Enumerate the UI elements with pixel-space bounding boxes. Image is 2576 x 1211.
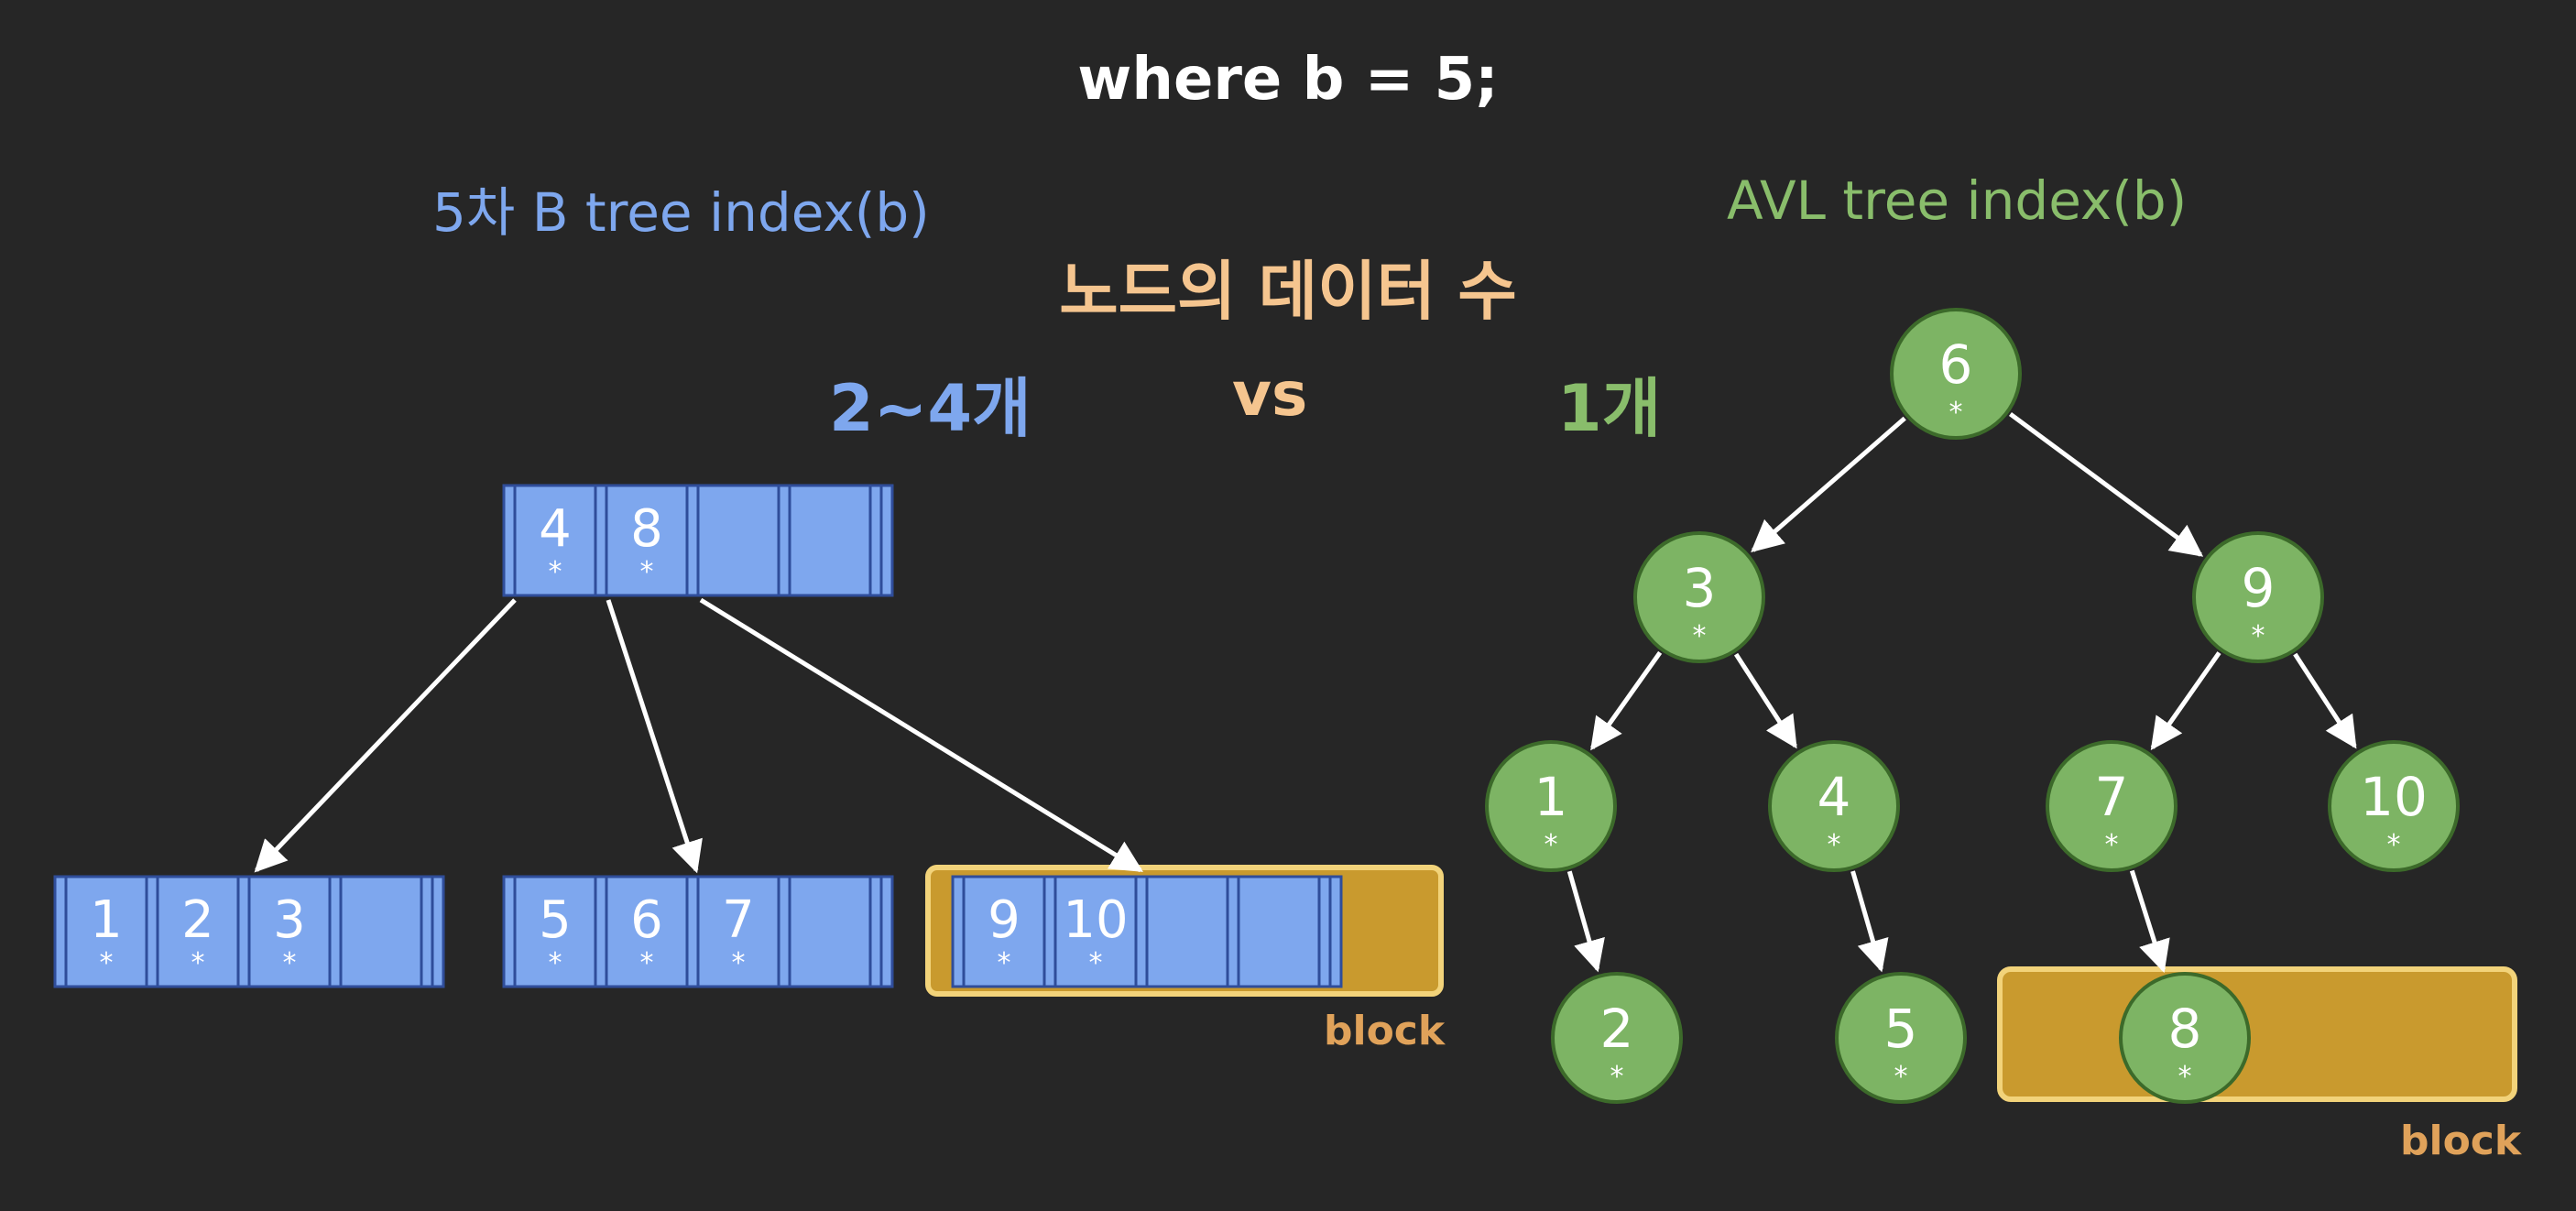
btree-key-3: 3 xyxy=(273,890,306,950)
avl-disk-block xyxy=(1997,966,2517,1102)
avl-edge-7-to-8 xyxy=(2129,869,2170,973)
btree-data-count: 2~4개 xyxy=(829,371,1031,446)
avl-key-8: 8 xyxy=(2168,998,2202,1060)
btree-record-pointer: * xyxy=(1089,947,1103,979)
avl-record-pointer: * xyxy=(2178,1061,2192,1093)
avl-record-pointer: * xyxy=(1949,397,1963,429)
avl-record-pointer: * xyxy=(2105,829,2119,861)
btree-block-label: block xyxy=(1324,1008,1446,1054)
avl-record-pointer: * xyxy=(1610,1061,1624,1093)
btree-record-pointer: * xyxy=(640,947,654,979)
avl-edge-4-to-5 xyxy=(1850,870,1889,973)
avl-key-2: 2 xyxy=(1600,998,1634,1060)
avl-node-circle xyxy=(1633,531,1765,663)
avl-data-count: 1개 xyxy=(1557,371,1662,446)
btree-key-7: 7 xyxy=(722,890,755,950)
avl-node-circle xyxy=(1768,740,1900,872)
avl-node-2: 2* xyxy=(1551,972,1683,1104)
avl-key-3: 3 xyxy=(1683,557,1717,619)
avl-title: AVL tree index(b) xyxy=(1727,169,2188,232)
avl-node-1: 1* xyxy=(1485,740,1617,872)
avl-record-pointer: * xyxy=(1545,829,1558,861)
vs-label: vs xyxy=(1232,359,1308,430)
btree-key-1: 1 xyxy=(90,890,123,950)
avl-key-4: 4 xyxy=(1817,766,1851,828)
avl-node-circle xyxy=(2119,972,2251,1104)
avl-edge-6-to-3 xyxy=(1751,416,1906,553)
avl-edge-9-to-10 xyxy=(2293,652,2357,749)
avl-node-3: 3* xyxy=(1633,531,1765,663)
btree-leaf-node-3: 9*10* xyxy=(951,875,1343,988)
avl-node-circle xyxy=(2328,740,2460,872)
avl-key-6: 6 xyxy=(1939,333,1973,396)
btree-leaf-node-2: 5*6*7* xyxy=(502,875,894,988)
avl-node-circle xyxy=(1890,308,2022,440)
btree-record-pointer: * xyxy=(549,947,562,979)
btree-key-9: 9 xyxy=(988,890,1021,950)
avl-node-circle xyxy=(2192,531,2324,663)
avl-node-8: 8* xyxy=(2119,972,2251,1104)
avl-key-1: 1 xyxy=(1534,766,1568,828)
avl-edge-1-to-2 xyxy=(1566,870,1605,973)
btree-edge-1 xyxy=(254,598,517,873)
btree-edge-2 xyxy=(606,599,703,874)
btree-root-node: 4*8* xyxy=(502,484,894,597)
btree-record-pointer: * xyxy=(998,947,1011,979)
avl-node-circle xyxy=(1485,740,1617,872)
avl-record-pointer: * xyxy=(2252,620,2265,652)
avl-record-pointer: * xyxy=(1894,1061,1908,1093)
avl-node-5: 5* xyxy=(1835,972,1967,1104)
btree-record-pointer: * xyxy=(549,556,562,588)
avl-edge-3-to-4 xyxy=(1733,652,1797,749)
avl-key-7: 7 xyxy=(2095,766,2129,828)
avl-key-5: 5 xyxy=(1884,998,1918,1060)
avl-key-10: 10 xyxy=(2360,766,2428,828)
query-text: where b = 5; xyxy=(1077,46,1499,114)
btree-key-10: 10 xyxy=(1063,890,1128,950)
avl-node-9: 9* xyxy=(2192,531,2324,663)
btree-title: 5차 B tree index(b) xyxy=(432,181,930,244)
avl-edge-6-to-9 xyxy=(2009,411,2204,557)
btree-record-pointer: * xyxy=(191,947,205,979)
avl-block-label: block xyxy=(2400,1118,2523,1164)
btree-record-pointer: * xyxy=(100,947,114,979)
btree-key-2: 2 xyxy=(181,890,214,950)
btree-record-pointer: * xyxy=(640,556,654,588)
btree-key-5: 5 xyxy=(539,890,572,950)
btree-leaf-node-1: 1*2*3* xyxy=(53,875,445,988)
btree-record-pointer: * xyxy=(732,947,746,979)
avl-node-circle xyxy=(1551,972,1683,1104)
avl-key-9: 9 xyxy=(2242,557,2276,619)
avl-node-4: 4* xyxy=(1768,740,1900,872)
btree-record-pointer: * xyxy=(283,947,297,979)
avl-node-circle xyxy=(1835,972,1967,1104)
avl-node-circle xyxy=(2046,740,2178,872)
avl-node-10: 10* xyxy=(2328,740,2460,872)
btree-key-6: 6 xyxy=(630,890,663,950)
avl-edge-9-to-7 xyxy=(2150,651,2221,751)
btree-edge-3 xyxy=(699,597,1143,873)
btree-key-8: 8 xyxy=(630,499,663,559)
avl-node-6: 6* xyxy=(1890,308,2022,440)
avl-record-pointer: * xyxy=(1828,829,1841,861)
btree-key-4: 4 xyxy=(539,499,572,559)
avl-record-pointer: * xyxy=(2387,829,2401,861)
node-data-count-title: 노드의 데이터 수 xyxy=(1059,254,1517,329)
avl-node-7: 7* xyxy=(2046,740,2178,872)
avl-record-pointer: * xyxy=(1693,620,1707,652)
avl-edge-3-to-1 xyxy=(1590,650,1663,751)
